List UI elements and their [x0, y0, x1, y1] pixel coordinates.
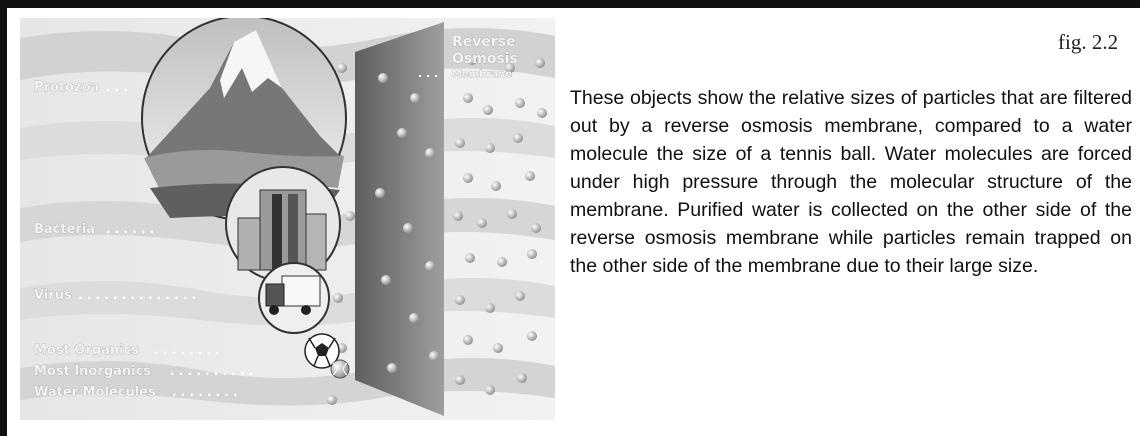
inorganics-tennis-ball-image [331, 360, 349, 378]
label-bacteria: Bacteria [34, 222, 95, 237]
label-water-molecules: Water Molecules [34, 385, 156, 400]
frame-top-border [0, 0, 1140, 8]
label-most-inorganics: Most Inorganics [34, 364, 151, 379]
frame-left-border [0, 0, 7, 436]
leader-dots-protozoa: . . . [106, 80, 128, 94]
membrane-leader-dots: . . . [418, 67, 438, 80]
reverse-osmosis-diagram: Reverse Osmosis Membrane . . . [20, 18, 555, 420]
leader-dots-inorganics: . . . . . . . . . . [170, 364, 253, 378]
membrane-title-line1: Reverse [452, 34, 516, 50]
leader-dots-bacteria: . . . . . . [106, 222, 154, 236]
leader-dots-water: . . . . . . . . [172, 385, 238, 399]
figure-label: fig. 2.2 [1058, 30, 1118, 55]
label-virus: Virus [34, 288, 72, 303]
virus-truck-image [259, 263, 329, 333]
membrane-title-line3: Membrane [452, 69, 512, 80]
label-protozoa: Protozoa [34, 80, 99, 95]
figure-caption: These objects show the relative sizes of… [570, 84, 1132, 280]
membrane-title-line2: Osmosis [452, 51, 518, 67]
leader-dots-organics: . . . . . . . . [154, 343, 220, 357]
label-most-organics: Most Organics [34, 343, 139, 358]
leader-dots-virus: . . . . . . . . . . . . . . [78, 288, 196, 302]
membrane-sheet [355, 22, 444, 416]
